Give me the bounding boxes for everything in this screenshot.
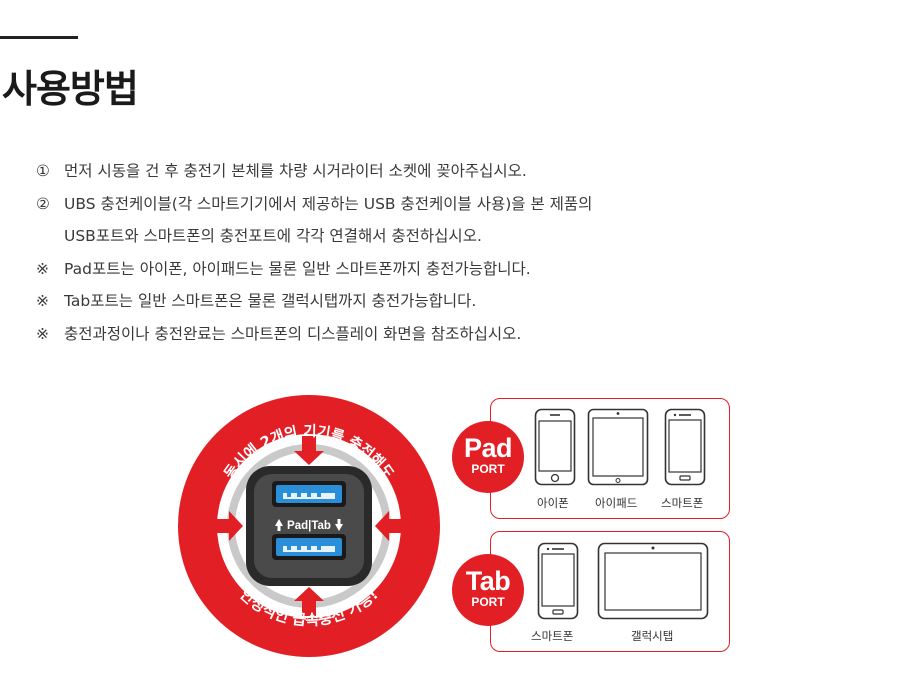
instruction-text: 충전과정이나 충전완료는 스마트폰의 디스플레이 화면을 참조하십시오. (64, 324, 522, 343)
port-label: Pad|Tab (287, 520, 331, 532)
ipad-icon (587, 408, 649, 486)
device-label: 갤럭시탭 (631, 629, 674, 643)
note-mark: ※ (36, 324, 49, 343)
title-accent-rule (0, 36, 78, 39)
badge-title: Pad (463, 433, 513, 463)
badge-subtitle: PORT (471, 462, 505, 476)
tab-port-panel: 스마트폰 갤럭시탭 (490, 531, 730, 652)
galaxy-tab-icon (597, 542, 709, 620)
charger-illustration: Pad|Tab 동시에 2개의 기기를 충전해도 안정적인 급속충전 가능! (176, 393, 442, 659)
instruction-text: 먼저 시동을 건 후 충전기 본체를 차량 시거라이터 소켓에 꽂아주십시오. (64, 162, 527, 180)
note-mark: ※ (36, 259, 49, 278)
arrow-down-icon (335, 519, 343, 531)
instruction-note: ※ Pad포트는 아이폰, 아이패드는 물론 일반 스마트폰까지 충전가능합니다… (36, 253, 796, 286)
note-mark: ※ (36, 292, 49, 310)
instruction-number: ① (36, 162, 50, 180)
device-label: 스마트폰 (661, 496, 704, 510)
instruction-list: ① 먼저 시동을 건 후 충전기 본체를 차량 시거라이터 소켓에 꽂아주십시오… (36, 155, 796, 350)
pad-port-badge: Pad PORT (452, 421, 524, 493)
instruction-note: ※ 충전과정이나 충전완료는 스마트폰의 디스플레이 화면을 참조하십시오. (36, 318, 796, 351)
device-label: 스마트폰 (531, 629, 574, 643)
instruction-item-continued: USB포트와 스마트폰의 충전포트에 각각 연결해서 충전하십시오. (36, 220, 796, 253)
page-title: 사용방법 (2, 67, 139, 111)
instruction-text: UBS 충전케이블(각 스마트기기에서 제공하는 USB 충전케이블 사용)을 … (64, 194, 593, 213)
tab-port-badge: Tab PORT (452, 554, 524, 626)
pad-port-panel: 아이폰 아이패드 스마트폰 (490, 398, 730, 519)
badge-subtitle: PORT (471, 595, 505, 609)
smartphone-icon (537, 542, 579, 620)
instruction-note: ※ Tab포트는 일반 스마트폰은 물론 갤럭시탭까지 충전가능합니다. (36, 285, 796, 318)
device-label: 아이패드 (595, 496, 638, 510)
instruction-text: Tab포트는 일반 스마트폰은 물론 갤럭시탭까지 충전가능합니다. (64, 292, 477, 310)
device-label: 아이폰 (537, 496, 569, 510)
smartphone-icon (664, 408, 706, 486)
iphone-icon (534, 408, 576, 486)
badge-title: Tab (465, 566, 511, 596)
instruction-number: ② (36, 194, 50, 213)
instruction-text: USB포트와 스마트폰의 충전포트에 각각 연결해서 충전하십시오. (64, 227, 482, 245)
car-charger-icon: Pad|Tab (246, 466, 372, 586)
instruction-text: Pad포트는 아이폰, 아이패드는 물론 일반 스마트폰까지 충전가능합니다. (64, 259, 531, 278)
instruction-item: ② UBS 충전케이블(각 스마트기기에서 제공하는 USB 충전케이블 사용)… (36, 188, 796, 221)
arrow-up-icon (275, 519, 283, 531)
instruction-item: ① 먼저 시동을 건 후 충전기 본체를 차량 시거라이터 소켓에 꽂아주십시오… (36, 155, 796, 188)
charge-arrow-icons (214, 436, 404, 616)
